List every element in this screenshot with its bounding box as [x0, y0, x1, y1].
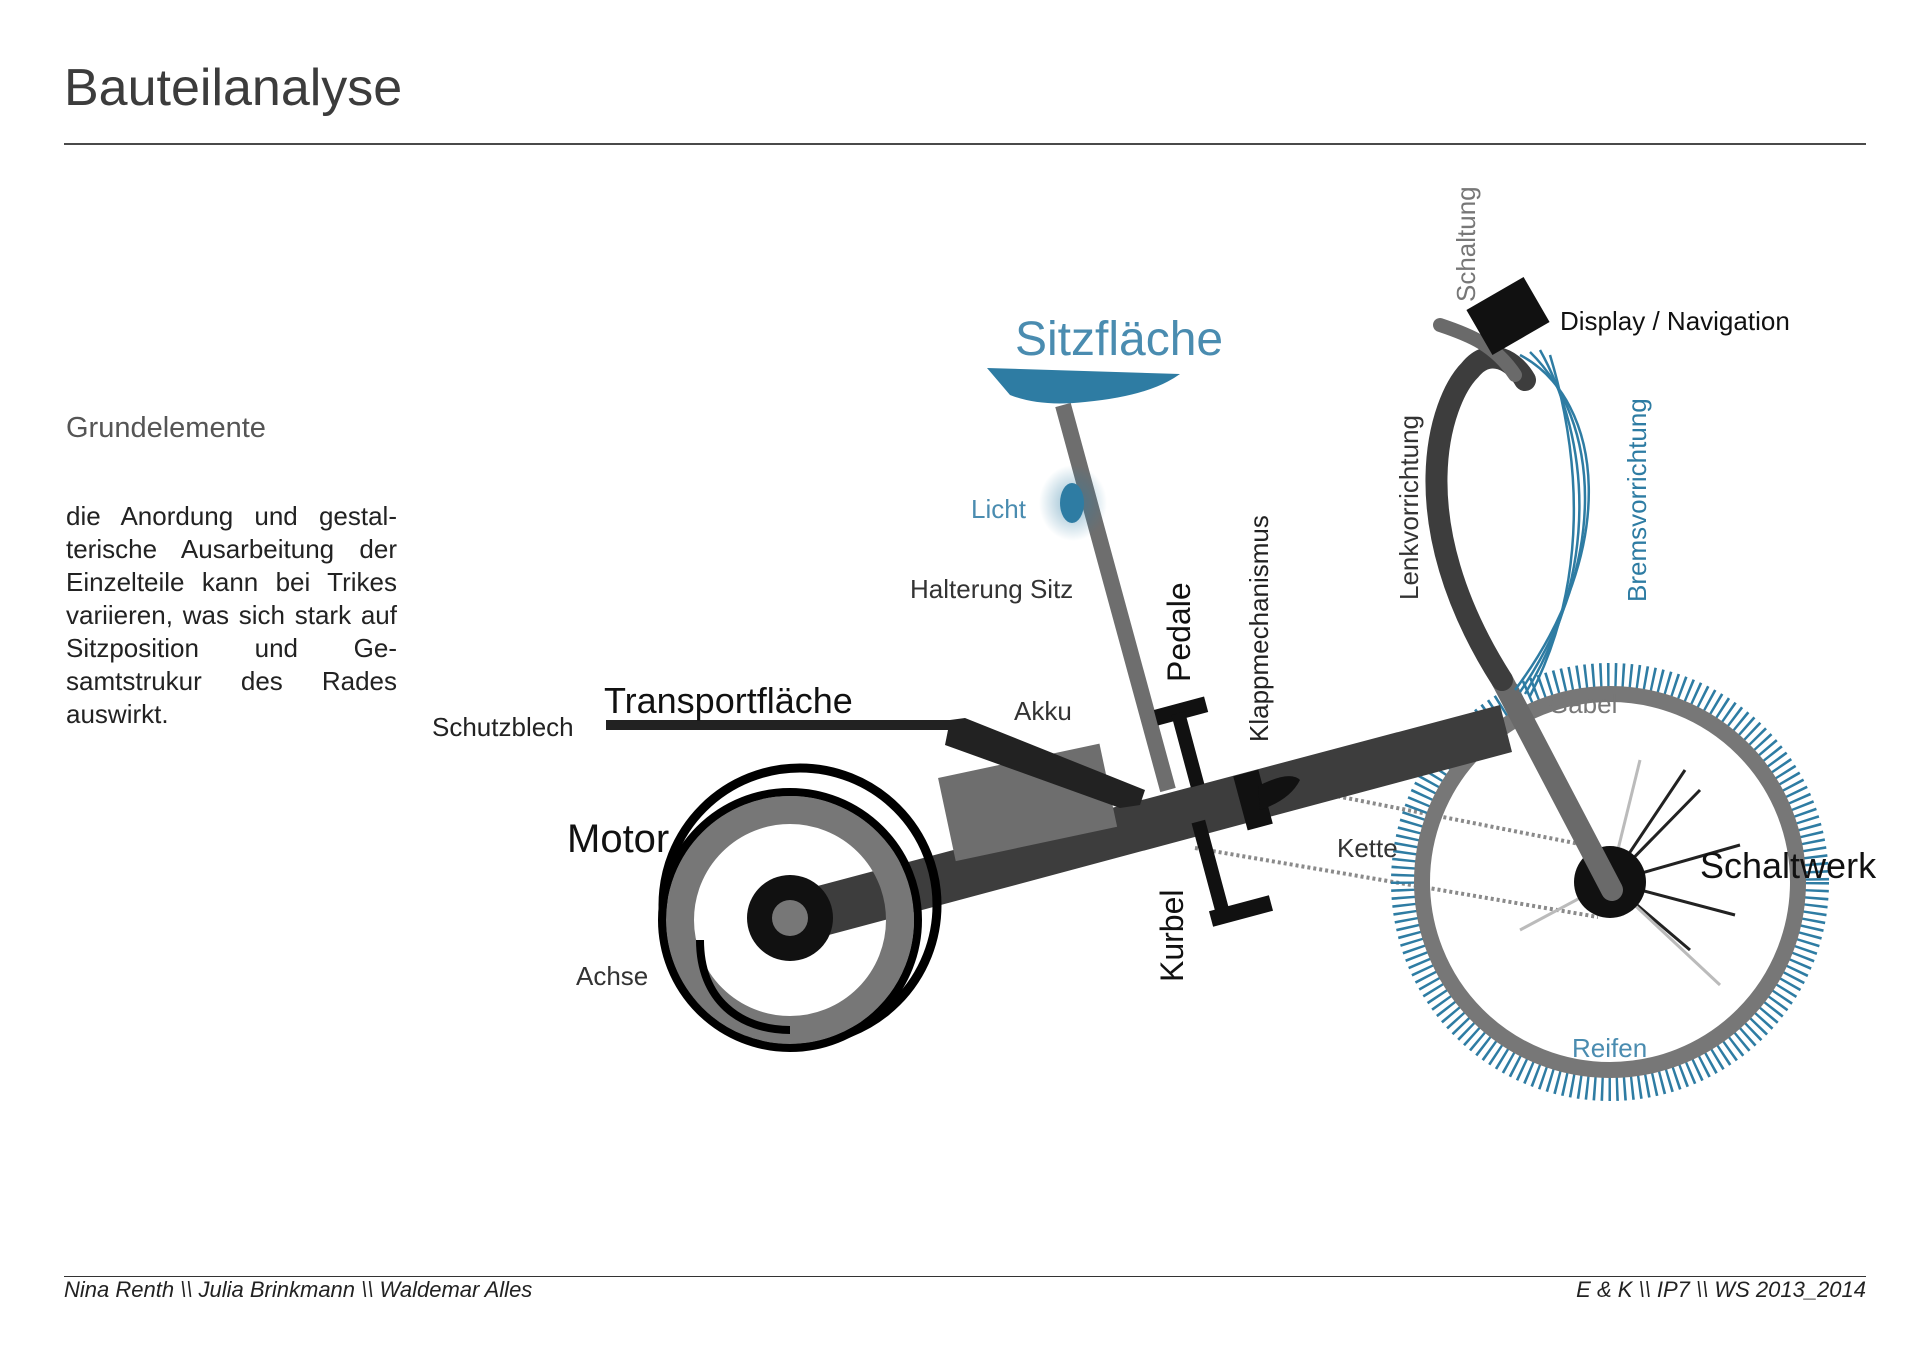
label-kette: Kette [1337, 833, 1398, 863]
pedal-crank [1153, 696, 1274, 927]
label-licht: Licht [971, 494, 1027, 524]
label-schutzblech: Schutzblech [432, 712, 574, 742]
folding-hinge [1233, 769, 1273, 831]
main-frame [795, 705, 1512, 940]
label-motor: Motor [567, 817, 669, 861]
label-lenkvorrichtung: Lenkvorrichtung [1394, 415, 1424, 600]
fork-and-steering [1425, 318, 1623, 901]
rear-wheels [658, 763, 942, 1052]
footer-course: E & K \\ IP7 \\ WS 2013_2014 [1576, 1277, 1866, 1302]
label-kurbel: Kurbel [1154, 890, 1190, 983]
label-bremsvorrichtung: Bremsvorrichtung [1622, 398, 1652, 602]
label-reifen: Reifen [1572, 1033, 1647, 1063]
light [1060, 483, 1084, 523]
footer-authors: Nina Renth \\ Julia Brinkmann \\ Waldema… [64, 1277, 533, 1302]
label-sitzflaeche: Sitzfläche [1015, 313, 1223, 366]
label-klappmechanismus: Klappmechanismus [1244, 515, 1274, 742]
label-display: Display / Navigation [1560, 306, 1790, 336]
label-pedale: Pedale [1161, 582, 1197, 682]
label-akku: Akku [1014, 696, 1072, 726]
section-heading: Grundelemente [66, 412, 266, 444]
display-device [1466, 276, 1550, 356]
label-halterung-sitz: Halterung Sitz [910, 574, 1073, 604]
cargo-platform [606, 718, 1145, 808]
label-achse: Achse [576, 961, 648, 991]
label-transportflaeche: Transportfläche [604, 680, 853, 721]
page-title: Bauteilanalyse [64, 59, 403, 117]
label-schaltung: Schaltung [1451, 186, 1481, 302]
seat-post [1055, 402, 1176, 793]
footer-divider [64, 1276, 1866, 1277]
description-text: die Anordung und gestal-terische Ausarbe… [66, 501, 397, 729]
seat [987, 368, 1180, 404]
label-schaltwerk: Schaltwerk [1700, 845, 1877, 886]
label-gabel: Gabel [1548, 689, 1617, 719]
brake-cables [1513, 349, 1591, 697]
title-divider [64, 143, 1866, 145]
tire-tread [1391, 663, 1829, 1101]
